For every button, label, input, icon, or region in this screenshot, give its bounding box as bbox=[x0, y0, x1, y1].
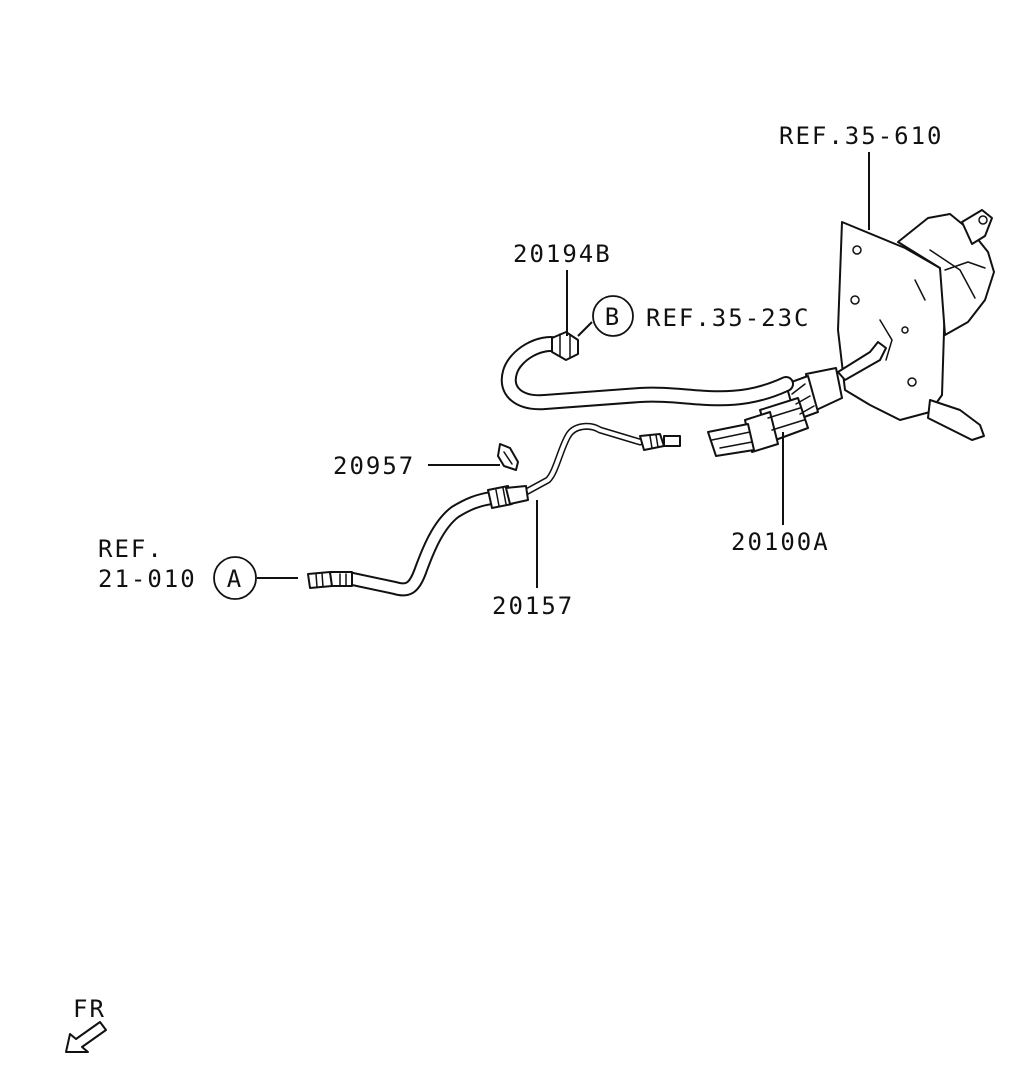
ref-21-010-label: 21-010 bbox=[98, 565, 197, 593]
clutch-hose-20157 bbox=[307, 485, 529, 597]
hose-clamp-20194b bbox=[551, 331, 579, 361]
master-cylinder-bracket bbox=[837, 209, 995, 441]
ref-prefix-label: REF. bbox=[98, 535, 164, 563]
callout-circle-b-icon: B bbox=[592, 295, 634, 337]
part-20157-label: 20157 bbox=[492, 592, 574, 620]
reservoir-hose bbox=[500, 336, 794, 411]
part-20957-label: 20957 bbox=[333, 452, 415, 480]
direction-label: FR bbox=[73, 995, 106, 1023]
callout-circle-a-icon: A bbox=[213, 556, 257, 600]
leader-lines bbox=[257, 152, 870, 588]
ref-35-610-label: REF.35-610 bbox=[779, 122, 944, 150]
svg-text:B: B bbox=[605, 303, 621, 331]
ref-35-23c-label: REF.35-23C bbox=[646, 304, 811, 332]
front-direction-arrow-icon bbox=[65, 1021, 107, 1053]
svg-text:A: A bbox=[227, 565, 243, 593]
part-20100a-label: 20100A bbox=[731, 528, 830, 556]
clip-20957 bbox=[497, 443, 519, 471]
part-20194b-label: 20194B bbox=[513, 240, 612, 268]
clutch-master-cylinder bbox=[707, 341, 887, 457]
clutch-pipe bbox=[522, 422, 681, 496]
